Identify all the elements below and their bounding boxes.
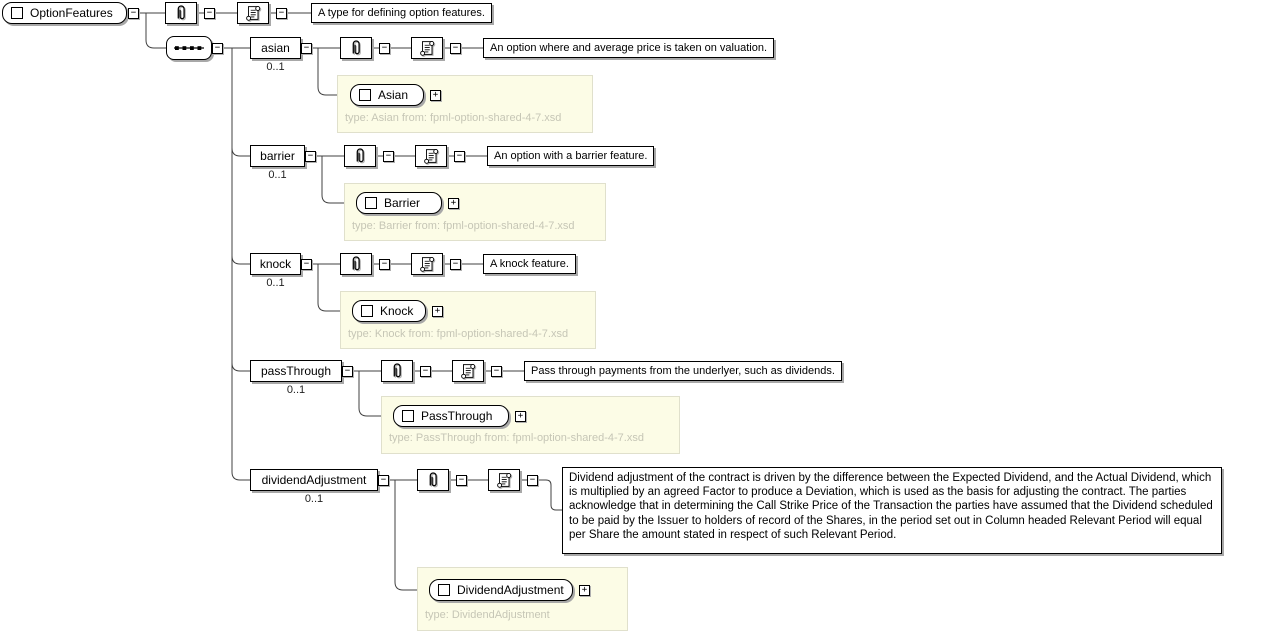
type-note-text: type: DividendAdjustment (425, 609, 550, 621)
annotation-text: Pass through payments from the underlyer… (524, 361, 842, 381)
annotation-box (411, 253, 443, 275)
type-note-text: type: Barrier from: fpml-option-shared-4… (352, 220, 575, 232)
ref-element-dividendadjustment[interactable]: DividendAdjustment (429, 579, 573, 601)
collapse-toggle[interactable]: − (527, 475, 538, 486)
annotation-text: Dividend adjustment of the contract is d… (562, 467, 1222, 554)
element-square-icon (361, 305, 373, 317)
element-square-icon (11, 7, 23, 19)
type-note-text: type: PassThrough from: fpml-option-shar… (389, 432, 644, 444)
scroll-icon (461, 364, 477, 380)
collapse-toggle[interactable]: − (420, 366, 431, 377)
ref-element-knock[interactable]: Knock (352, 300, 426, 322)
paperclip-icon (356, 148, 365, 164)
collapse-toggle[interactable]: − (342, 366, 353, 377)
collapse-toggle[interactable]: − (301, 43, 312, 54)
element-asian[interactable]: asian (250, 37, 301, 59)
ref-element-label: DividendAdjustment (457, 583, 564, 597)
ref-element-asian[interactable]: Asian (350, 84, 424, 106)
type-note-text: type: Knock from: fpml-option-shared-4-7… (348, 328, 569, 340)
annotation-text: An option where and average price is tak… (483, 38, 775, 58)
collapse-toggle[interactable]: − (450, 259, 461, 270)
expand-toggle[interactable]: + (432, 306, 443, 317)
collapse-toggle[interactable]: − (456, 475, 467, 486)
element-square-icon (359, 89, 371, 101)
collapse-toggle[interactable]: − (204, 8, 215, 19)
element-passthrough[interactable]: passThrough (250, 360, 342, 382)
collapse-toggle[interactable]: − (379, 43, 390, 54)
collapse-toggle[interactable]: − (379, 259, 390, 270)
collapse-toggle[interactable]: − (454, 151, 465, 162)
scroll-icon (424, 148, 440, 165)
expand-toggle[interactable]: + (515, 411, 526, 422)
scroll-icon (420, 40, 436, 57)
ref-element-barrier[interactable]: Barrier (356, 192, 442, 214)
attributes-box (417, 469, 449, 491)
paperclip-icon (352, 40, 361, 56)
ref-element-label: Asian (378, 88, 409, 102)
occurrence-label: 0..1 (268, 169, 287, 181)
collapse-toggle[interactable]: − (212, 43, 223, 54)
occurrence-label: 0..1 (266, 61, 285, 73)
expand-toggle[interactable]: + (430, 90, 441, 101)
scroll-icon (420, 257, 436, 273)
sequence-dots-icon (174, 46, 204, 50)
collapse-toggle[interactable]: − (276, 8, 287, 19)
scroll-icon (246, 6, 262, 22)
collapse-toggle[interactable]: − (301, 259, 312, 270)
collapse-toggle[interactable]: − (305, 151, 316, 162)
occurrence-label: 0..1 (266, 277, 285, 289)
attributes-box (165, 2, 197, 24)
element-barrier[interactable]: barrier (250, 145, 305, 167)
paperclip-icon (429, 472, 438, 488)
expand-toggle[interactable]: + (579, 585, 590, 596)
ref-element-passthrough[interactable]: PassThrough (393, 405, 509, 427)
element-knock[interactable]: knock (250, 253, 301, 275)
root-element-label: OptionFeatures (30, 6, 113, 20)
attributes-box (340, 253, 372, 275)
attributes-box (381, 360, 413, 382)
ref-element-label: Knock (380, 304, 414, 318)
collapse-toggle[interactable]: − (383, 151, 394, 162)
collapse-toggle[interactable]: − (450, 43, 461, 54)
type-note-text: type: Asian from: fpml-option-shared-4-7… (345, 112, 562, 124)
annotation-text: A knock feature. (483, 254, 576, 274)
occurrence-label: 0..1 (304, 493, 324, 505)
annotation-box (415, 145, 447, 167)
element-dividendadjustment[interactable]: dividendAdjustment (250, 469, 378, 491)
collapse-toggle[interactable]: − (128, 8, 139, 19)
element-square-icon (438, 584, 450, 596)
paperclip-icon (352, 256, 361, 272)
collapse-toggle[interactable]: − (378, 475, 389, 486)
expand-toggle[interactable]: + (448, 198, 459, 209)
attributes-box (340, 37, 372, 59)
annotation-text: An option with a barrier feature. (487, 146, 655, 166)
annotation-box (237, 2, 269, 24)
attributes-box (344, 145, 376, 167)
scroll-icon (497, 473, 513, 489)
ref-element-label: PassThrough (421, 409, 493, 423)
annotation-box (488, 469, 520, 491)
annotation-box (452, 360, 484, 382)
paperclip-icon (393, 363, 402, 379)
annotation-box (411, 37, 443, 59)
ref-element-label: Barrier (384, 196, 421, 210)
occurrence-label: 0..1 (286, 384, 306, 396)
sequence-compositor[interactable] (166, 36, 212, 60)
element-square-icon (365, 197, 377, 209)
collapse-toggle[interactable]: − (491, 366, 502, 377)
root-annotation-text: A type for defining option features. (311, 3, 492, 23)
paperclip-icon (177, 5, 186, 21)
element-square-icon (402, 410, 414, 422)
root-element-optionfeatures[interactable]: OptionFeatures (2, 2, 127, 24)
